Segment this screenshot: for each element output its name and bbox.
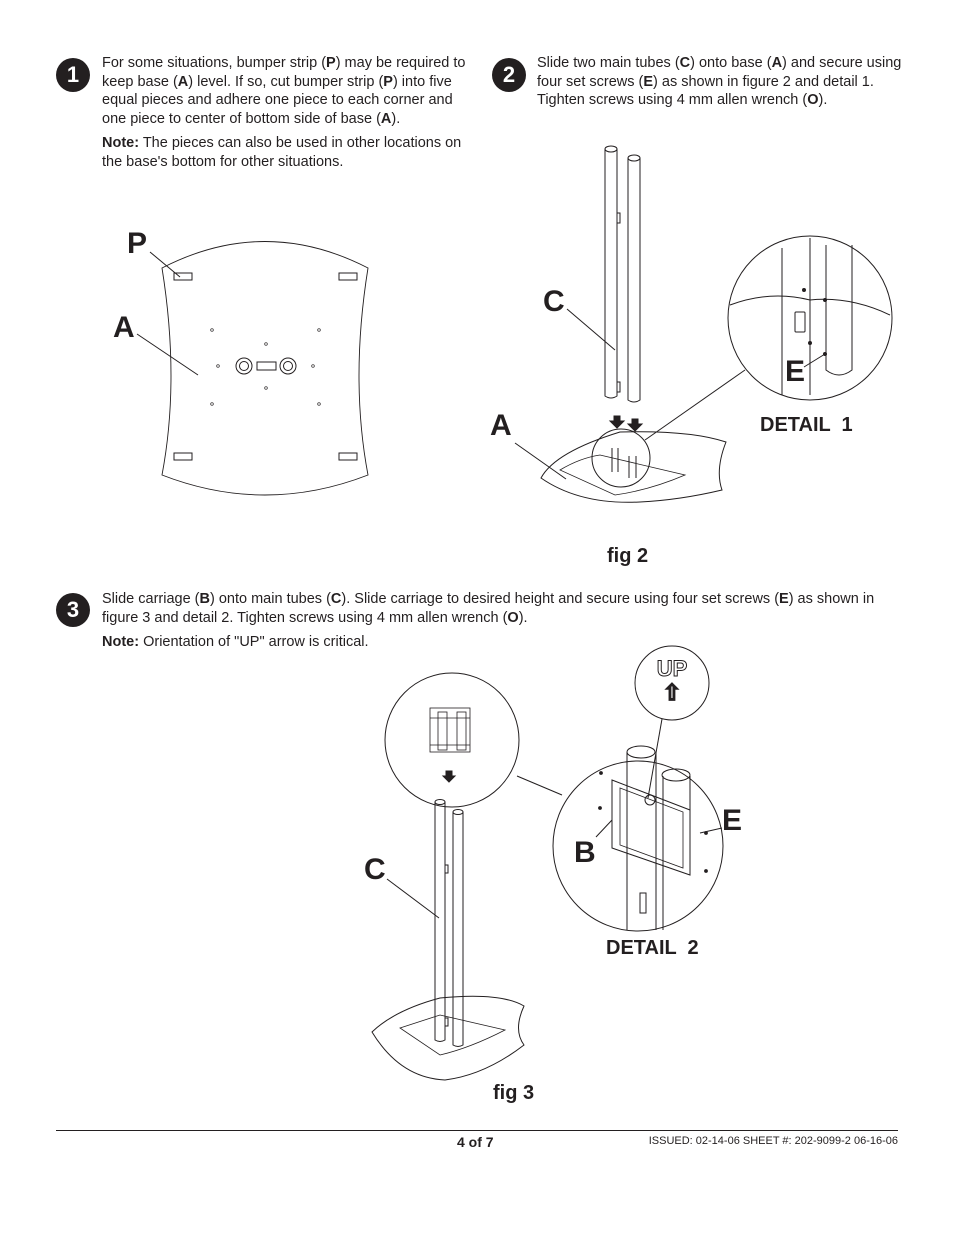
step-2-instruction: Slide two main tubes (C) onto base (A) a… [537,55,902,109]
fig2-label-a: A [490,409,512,442]
fig-3-caption: fig 3 [493,1082,535,1104]
detail-1-caption: DETAIL 1 [760,414,853,436]
issued-info: ISSUED: 02-14-06 SHEET #: 202-9099-2 06-… [648,1135,898,1147]
fig3-stand [371,645,724,1081]
base-bottom-view [136,241,369,496]
up-arrow-label: UP [652,656,692,682]
fig3-label-e: E [722,804,743,837]
step-1-badge: 1 [56,58,90,92]
footer-divider [56,1130,898,1131]
step-3-note: Note: Orientation of "UP" arrow is criti… [102,634,369,651]
fig3-label-b: B [574,836,596,869]
fig2-label-c: C [543,285,565,318]
up-text: UP [656,656,688,682]
fig3-label-c: C [364,853,386,886]
step-3-instruction: Slide carriage (B) onto main tubes (C). … [102,591,875,626]
fig2-label-e: E [785,355,806,388]
detail-2-caption: DETAIL 2 [606,937,699,959]
step-1-text: For some situations, bumper strip (P) ma… [102,54,472,178]
fig-2-caption: fig 2 [607,545,649,567]
step-1-note: Note: The pieces can also be used in oth… [102,135,462,170]
fig1-label-a: A [113,311,135,344]
step-2-text: Slide two main tubes (C) onto base (A) a… [537,54,917,116]
step-2-badge: 2 [492,58,526,92]
step-3-text: Slide carriage (B) onto main tubes (C). … [102,590,882,658]
up-arrow-icon: ⇧ [662,680,682,706]
step-3-badge: 3 [56,593,90,627]
step-1-instruction: For some situations, bumper strip (P) ma… [102,55,466,127]
fig2-tubes-and-base [514,145,893,503]
fig1-label-p: P [127,227,148,260]
page-number: 4 of 7 [457,1134,494,1150]
